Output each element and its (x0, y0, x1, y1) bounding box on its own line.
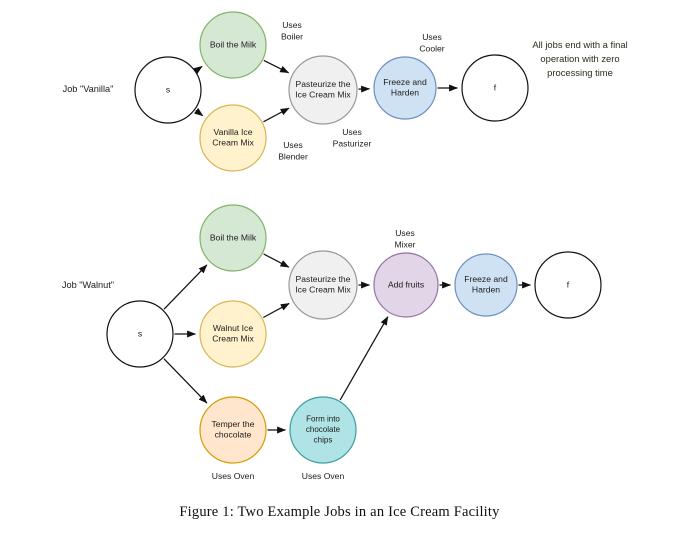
node-shape-w_mix (199, 300, 267, 368)
note-layer: All jobs end with a final operation with … (532, 39, 627, 78)
edge-w_s-to-w_temper (163, 358, 208, 404)
machine-label-line: Boiler (281, 32, 303, 42)
machine-label-line: Cooler (419, 44, 444, 54)
machine-label-line: Uses (283, 140, 303, 150)
node-label-w_temper: Temper the (212, 419, 255, 429)
edge-w_s-to-w_boil (163, 264, 208, 310)
node-label-w_freeze: Freeze and (464, 274, 508, 284)
node-label-w_freeze: Harden (472, 284, 500, 294)
edge-v_boil-to-v_past (263, 59, 290, 74)
machine-label-line: Uses Oven (212, 471, 255, 481)
node-shape-v_s (134, 56, 202, 124)
machine-label-line: Pasturizer (333, 139, 372, 149)
node-label-w_chips: Form into (306, 415, 340, 424)
final-operation-note-line: All jobs end with a final (532, 39, 627, 50)
node-label-w_boil: Boil the Milk (210, 232, 257, 242)
node-label-w_f: f (567, 279, 570, 289)
node-shape-v_mix (199, 104, 267, 172)
node-shape-v_boil (199, 11, 267, 79)
figure-caption: Figure 1: Two Example Jobs in an Ice Cre… (179, 504, 500, 520)
node-shape-w_fruits (373, 252, 439, 318)
node-label-w_s: s (138, 328, 142, 338)
edge-v_s-to-v_boil (193, 65, 203, 75)
node-label-v_boil: Boil the Milk (210, 39, 257, 49)
machine-label-line: Uses (395, 228, 415, 238)
node-label-w_past: Pasteurize the (296, 274, 351, 284)
node-shape-w_chips (289, 396, 357, 464)
machine-label-line: Mixer (394, 240, 415, 250)
node-shape-v_f (461, 54, 529, 122)
node-shape-w_past (288, 250, 358, 320)
node-label-v_past: Pasteurize the (296, 79, 351, 89)
node-label-w_temper: chocolate (215, 429, 252, 439)
edge-w_boil-to-w_past (263, 253, 290, 268)
node-label-w_mix: Cream Mix (212, 333, 254, 343)
node-label-v_past: Ice Cream Mix (295, 89, 351, 99)
node-label-w_mix: Walnut Ice (213, 323, 253, 333)
node-w_boil[interactable]: Boil the Milk (199, 204, 267, 272)
node-label-w_fruits: Add fruits (388, 279, 424, 289)
node-label-v_freeze: Freeze and (383, 77, 427, 87)
node-v_boil[interactable]: Boil the Milk (199, 11, 267, 79)
machine-label-line: Uses (282, 20, 302, 30)
walnut-job-label: Job "Walnut" (62, 280, 114, 290)
edges-layer (163, 59, 532, 434)
node-label-w_past: Ice Cream Mix (295, 284, 351, 294)
machine-label-line: Uses (422, 32, 442, 42)
edge-w_chips-to-w_fruits (339, 316, 389, 401)
node-shape-w_boil (199, 204, 267, 272)
machine-label-line: Uses Oven (302, 471, 345, 481)
node-label-v_mix: Vanilla Ice (213, 127, 252, 137)
final-operation-note-line: operation with zero (540, 53, 619, 64)
node-w_f[interactable]: f (534, 251, 602, 319)
node-shape-v_past (288, 55, 358, 125)
vanilla-job-label: Job "Vanilla" (63, 84, 114, 94)
job-labels-layer: Job "Vanilla" Job "Walnut" (62, 84, 114, 290)
edge-w_mix-to-w_past (263, 302, 290, 319)
node-label-v_freeze: Harden (391, 87, 419, 97)
edge-v_mix-to-v_past (263, 107, 290, 123)
node-label-v_f: f (494, 82, 497, 92)
node-label-w_chips: chocolate (306, 425, 341, 434)
node-shape-w_temper (199, 396, 267, 464)
node-v_s[interactable]: s (134, 56, 202, 124)
node-shape-w_freeze (454, 253, 518, 317)
node-shape-v_freeze (373, 56, 437, 120)
final-operation-note-line: processing time (547, 67, 613, 78)
node-shape-w_s (106, 300, 174, 368)
node-w_fruits[interactable]: Add fruits (373, 252, 439, 318)
node-label-v_mix: Cream Mix (212, 137, 254, 147)
edge-v_s-to-v_mix (193, 107, 204, 117)
machine-label-w_oven1: Uses Oven (212, 471, 255, 481)
node-v_f[interactable]: f (461, 54, 529, 122)
machine-labels-layer: UsesBoilerUsesBlenderUsesPasturizerUsesC… (212, 20, 445, 481)
machine-label-line: Blender (278, 152, 308, 162)
node-label-v_s: s (166, 84, 170, 94)
machine-label-w_oven2: Uses Oven (302, 471, 345, 481)
machine-label-line: Uses (342, 127, 362, 137)
node-label-w_chips: chips (314, 436, 333, 445)
node-shape-w_f (534, 251, 602, 319)
node-w_s[interactable]: s (106, 300, 174, 368)
